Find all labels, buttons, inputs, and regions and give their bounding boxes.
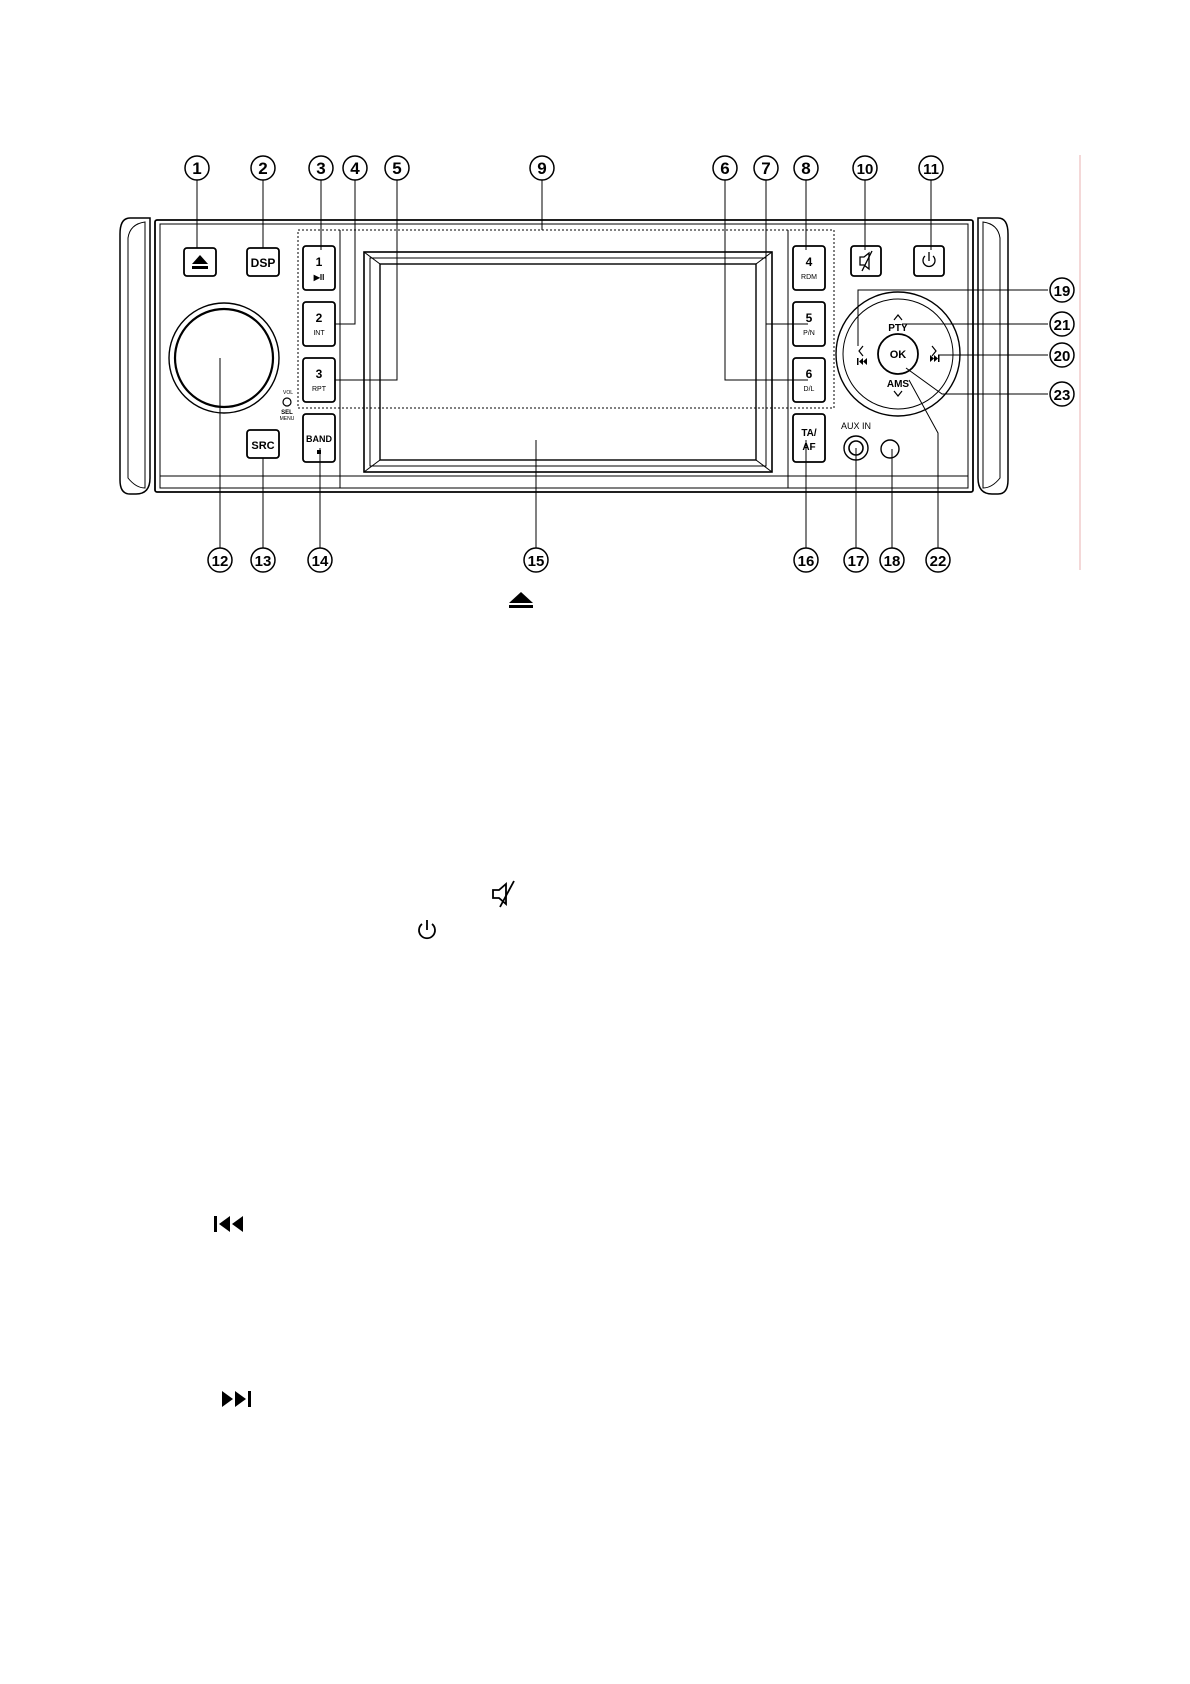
pty-label: PTY	[888, 323, 908, 334]
knob-menu-label: MENU	[280, 416, 295, 422]
mute-icon	[859, 250, 873, 272]
mute-button[interactable]	[850, 245, 882, 277]
preset-3-number: 3	[316, 367, 323, 381]
callout-8: 8	[801, 159, 810, 178]
eject-icon	[509, 592, 533, 608]
previous-track-icon	[857, 358, 867, 365]
previous-key[interactable]	[857, 345, 867, 365]
preset-4-rdm-button[interactable]: 4 RDM	[792, 245, 826, 291]
preset-6-dl-button[interactable]: 6 D/L	[792, 357, 826, 403]
callout-3: 3	[316, 159, 325, 178]
callout-18: 18	[884, 553, 901, 570]
navigation-ring[interactable]	[835, 291, 961, 417]
ok-button[interactable]: OK	[877, 333, 919, 375]
preset-3-sub-label: RPT	[312, 386, 327, 393]
preset-5-sub-label: P/N	[803, 330, 815, 337]
callout-10: 10	[857, 161, 874, 178]
knob-function-label: VOL SEL MENU	[280, 390, 295, 422]
volume-knob[interactable]	[168, 302, 280, 414]
callout-11: 11	[923, 161, 939, 178]
knob-sel-label: SEL	[281, 410, 293, 416]
callout-14: 14	[312, 553, 329, 570]
band-button[interactable]: BAND	[302, 413, 336, 463]
ta-af-label-line2: AF	[802, 442, 815, 453]
callout-22: 22	[930, 553, 947, 570]
next-track-icon	[930, 355, 940, 362]
eject-icon	[192, 255, 208, 269]
src-button[interactable]: SRC	[246, 429, 280, 459]
power-icon	[418, 920, 436, 940]
ir-sensor	[880, 439, 900, 459]
power-icon	[922, 252, 936, 268]
callout-12: 12	[212, 553, 229, 570]
next-track-icon	[222, 1391, 251, 1407]
callout-5: 5	[392, 159, 401, 178]
callout-16: 16	[798, 553, 815, 570]
preset-2-sub-label: INT	[313, 330, 325, 337]
previous-track-icon	[214, 1216, 243, 1232]
callout-20: 20	[1054, 348, 1071, 365]
preset-1-sub-label: ▶II	[313, 273, 325, 282]
ta-af-button[interactable]: TA/ AF	[792, 413, 826, 463]
ok-button-label: OK	[890, 349, 907, 361]
aux-in-label: AUX IN	[841, 421, 871, 431]
callout-15: 15	[528, 553, 545, 570]
callout-13: 13	[255, 553, 272, 570]
preset-3-rpt-button[interactable]: 3 RPT	[302, 357, 336, 403]
panel-outline	[119, 217, 1009, 495]
band-button-label: BAND	[306, 434, 332, 444]
leader-lines	[196, 180, 1048, 548]
preset-4-sub-label: RDM	[801, 274, 817, 281]
mute-icon	[492, 880, 515, 908]
preset-5-number: 5	[806, 311, 813, 325]
callout-1: 1	[192, 159, 201, 178]
car-radio-front-panel-diagram: DSP VOL SEL MENU SRC 1 ▶II 2 INT 3 RPT B…	[119, 155, 1081, 573]
callout-9: 9	[537, 159, 546, 178]
preset-6-sub-label: D/L	[804, 386, 815, 393]
dsp-button[interactable]: DSP	[246, 247, 280, 277]
pty-up-key[interactable]: PTY	[888, 314, 908, 334]
preset-5-pn-button[interactable]: 5 P/N	[792, 301, 826, 347]
knob-vol-label: VOL	[283, 390, 293, 396]
callout-19: 19	[1054, 283, 1071, 300]
preset-6-number: 6	[806, 367, 813, 381]
preset-1-number: 1	[316, 255, 323, 269]
callout-numbers: 1 2 3 4 5 9 6 7 8 10 11 19 21 20 23 12 1…	[192, 159, 1070, 570]
ta-af-label-line1: TA/	[801, 428, 817, 439]
callout-4: 4	[350, 159, 360, 178]
dsp-button-label: DSP	[251, 256, 276, 270]
callout-circles	[184, 155, 1075, 573]
callout-17: 17	[848, 553, 865, 570]
callout-21: 21	[1054, 317, 1071, 334]
src-button-label: SRC	[251, 440, 274, 452]
callout-7: 7	[761, 159, 770, 178]
eject-button[interactable]	[183, 247, 217, 277]
ams-label: AMS	[887, 379, 910, 390]
preset-4-number: 4	[806, 255, 813, 269]
next-key[interactable]	[930, 345, 940, 362]
callout-6: 6	[720, 159, 729, 178]
callout-23: 23	[1054, 387, 1071, 404]
preset-2-number: 2	[316, 311, 323, 325]
power-button[interactable]	[913, 245, 945, 277]
ams-down-key[interactable]: AMS	[887, 379, 910, 397]
preset-2-int-button[interactable]: 2 INT	[302, 301, 336, 347]
preset-1-play-pause-button[interactable]: 1 ▶II	[302, 245, 336, 291]
callout-2: 2	[258, 159, 267, 178]
